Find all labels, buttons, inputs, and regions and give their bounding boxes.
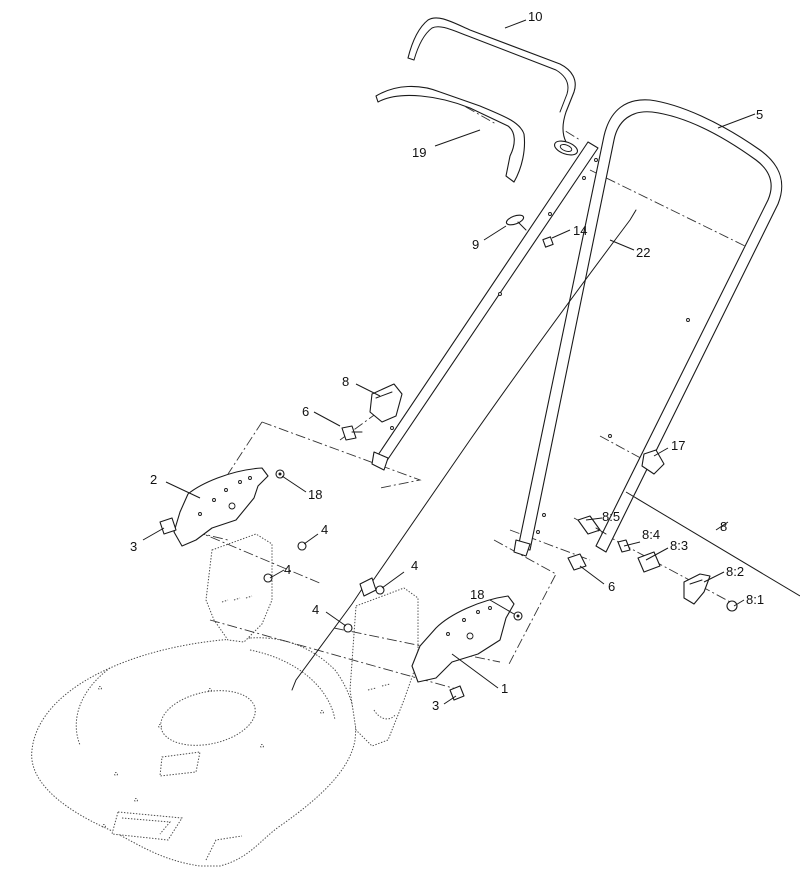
callout-4-a: 4 (321, 522, 328, 537)
callout-3-right: 3 (432, 698, 439, 713)
callout-4-b: 4 (284, 562, 291, 577)
callout-6-upper: 6 (302, 404, 309, 419)
height-lever-8 (369, 383, 403, 423)
callout-6-lower: 6 (608, 579, 615, 594)
callout-8-2: 8:2 (726, 564, 744, 579)
left-height-bracket (173, 467, 269, 547)
bolt-18-right (513, 611, 523, 621)
callout-22: 22 (636, 245, 650, 260)
callout-3-left: 3 (130, 539, 137, 554)
lower-handle (371, 141, 599, 471)
shoulder-bolt-6-upper (341, 425, 363, 441)
bolt-3-left (159, 517, 177, 535)
lower-bail (375, 85, 526, 183)
callout-8-3: 8:3 (670, 538, 688, 553)
bolt-3-right (449, 685, 465, 701)
cable-clip-9 (505, 214, 527, 231)
height-lever-kit (577, 515, 738, 612)
shoulder-bolt-6-lower (567, 553, 587, 571)
callout-8-4: 8:4 (642, 527, 660, 542)
callout-4-c: 4 (411, 558, 418, 573)
callout-10: 10 (528, 9, 542, 24)
callout-18-right: 18 (470, 587, 484, 602)
right-height-bracket (411, 595, 515, 683)
callout-9: 9 (472, 237, 479, 252)
mower-deck (31, 533, 419, 867)
callout-19: 19 (412, 145, 426, 160)
nut-14 (542, 236, 554, 248)
leader-lines (142, 19, 800, 705)
callout-8-handle: 8 (342, 374, 349, 389)
knob-17 (641, 449, 665, 475)
callout-2: 2 (150, 472, 157, 487)
callout-5: 5 (756, 107, 763, 122)
callout-8-5: 8:5 (602, 509, 620, 524)
callout-4-d: 4 (312, 602, 319, 617)
callout-14: 14 (573, 223, 587, 238)
upper-bail (407, 17, 579, 156)
callout-labels: 10 19 5 9 14 22 8 6 17 2 18 3 4 4 4 4 8 … (130, 9, 764, 713)
control-cable (291, 209, 637, 691)
callout-1: 1 (501, 681, 508, 696)
callout-17: 17 (671, 438, 685, 453)
callout-18-left: 18 (308, 487, 322, 502)
upper-handle (513, 99, 783, 557)
callout-8-kit: 8 (720, 519, 727, 534)
callout-8-1: 8:1 (746, 592, 764, 607)
